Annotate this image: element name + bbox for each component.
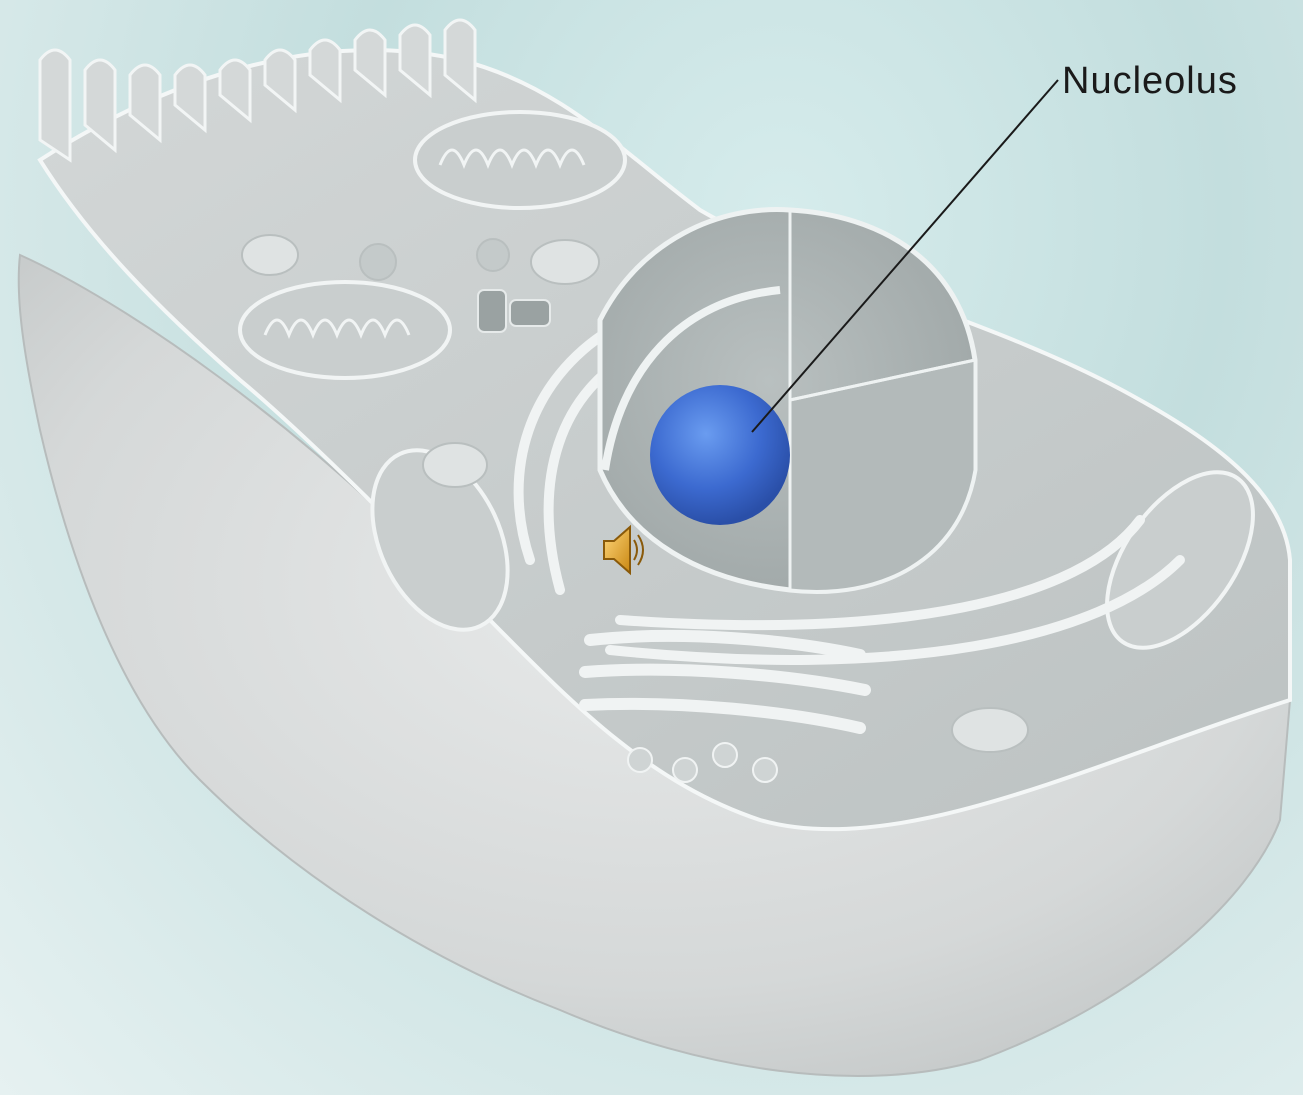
nucleolus-sphere: [650, 385, 790, 525]
nucleus: [600, 210, 975, 592]
nucleolus-label: Nucleolus: [1062, 60, 1238, 103]
